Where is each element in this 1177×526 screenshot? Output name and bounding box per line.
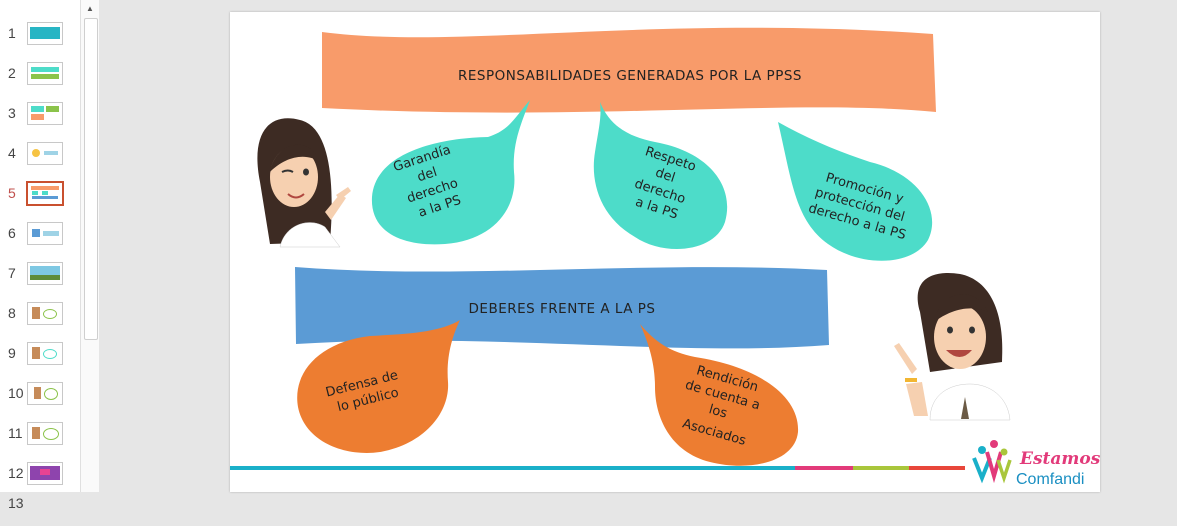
slide-thumb-5[interactable]: 5: [0, 180, 80, 216]
bubble-garantia: [371, 100, 530, 245]
slide-thumbnail[interactable]: [27, 262, 63, 285]
bubble-rendicion: [640, 324, 799, 466]
slide-thumb-2[interactable]: 2: [0, 60, 80, 96]
slide-number: 2: [8, 65, 16, 81]
slide-thumbnail[interactable]: [27, 422, 63, 445]
responsabilidades-banner: [322, 27, 936, 113]
slide-number: 8: [8, 305, 16, 321]
slide-thumbnail-selected[interactable]: [26, 181, 64, 206]
slide-thumbnail[interactable]: [27, 22, 63, 45]
slide-number: 6: [8, 225, 16, 241]
slide-number: 1: [8, 25, 16, 41]
slide-thumb-4[interactable]: 4: [0, 140, 80, 176]
bubble-respeto: [593, 102, 728, 249]
slide-thumbnail[interactable]: [27, 462, 63, 485]
slide-graphics: RESPONSABILIDADES GENERADAS POR LA PPSS …: [230, 27, 1100, 488]
scrollbar-thumb[interactable]: [84, 18, 98, 340]
slide-thumb-6[interactable]: 6: [0, 220, 80, 256]
slide-thumbnail[interactable]: [27, 142, 63, 165]
slide-number: 4: [8, 145, 16, 161]
footer-bar-red: [909, 466, 965, 470]
thumbnail-scrollbar[interactable]: ▲: [80, 0, 99, 492]
slide-thumbnail[interactable]: [27, 62, 63, 85]
slide-canvas[interactable]: RESPONSABILIDADES GENERADAS POR LA PPSS …: [230, 12, 1100, 492]
slide-thumb-9[interactable]: 9: [0, 340, 80, 376]
cartoon-girl-winking: [257, 118, 351, 248]
slide-thumb-3[interactable]: 3: [0, 100, 80, 136]
slide-thumb-11[interactable]: 11: [0, 420, 80, 456]
slide-thumbnails-panel: 1 2 3 4 5 6 7 8 9 10 11 12: [0, 0, 80, 511]
slide-number: 9: [8, 345, 16, 361]
bubble-promocion: [778, 122, 933, 261]
logo-estamos-text: Estamos: [1019, 449, 1100, 469]
slide-thumbnail[interactable]: [27, 382, 63, 405]
slide-thumbnail[interactable]: [27, 302, 63, 325]
estamos-comfandi-logo: Estamos Comfandi: [972, 440, 1100, 488]
logo-comfandi-text: Comfandi: [1016, 471, 1084, 488]
footer-bar-green: [853, 466, 909, 470]
banner-title-2: DEBERES FRENTE A LA PS: [469, 301, 656, 317]
slide-number: 13: [8, 495, 24, 511]
slide-thumbnail[interactable]: [27, 342, 63, 365]
bubble-defensa: [297, 320, 460, 453]
deberes-banner: [295, 267, 829, 349]
slide-thumbnail[interactable]: [27, 222, 63, 245]
slide-thumb-12[interactable]: 12: [0, 460, 80, 496]
slide-thumb-8[interactable]: 8: [0, 300, 80, 336]
slide-thumb-13[interactable]: 13: [0, 490, 80, 526]
cartoon-girl-pointing: [894, 272, 1011, 421]
scroll-up-arrow-icon[interactable]: ▲: [86, 4, 94, 13]
slide-number: 11: [8, 425, 23, 441]
slide-number: 7: [8, 265, 16, 281]
slide-number: 3: [8, 105, 16, 121]
slide-thumbnail[interactable]: [27, 102, 63, 125]
slide-thumb-10[interactable]: 10: [0, 380, 80, 416]
footer-bar-pink: [795, 466, 853, 470]
footer-bar-teal: [230, 466, 795, 470]
slide-number: 5: [8, 185, 16, 201]
banner-title-1: RESPONSABILIDADES GENERADAS POR LA PPSS: [458, 68, 802, 84]
slide-number: 12: [8, 465, 24, 481]
slide-thumb-7[interactable]: 7: [0, 260, 80, 296]
slide-number: 10: [8, 385, 24, 401]
slide-thumb-1[interactable]: 1: [0, 20, 80, 56]
